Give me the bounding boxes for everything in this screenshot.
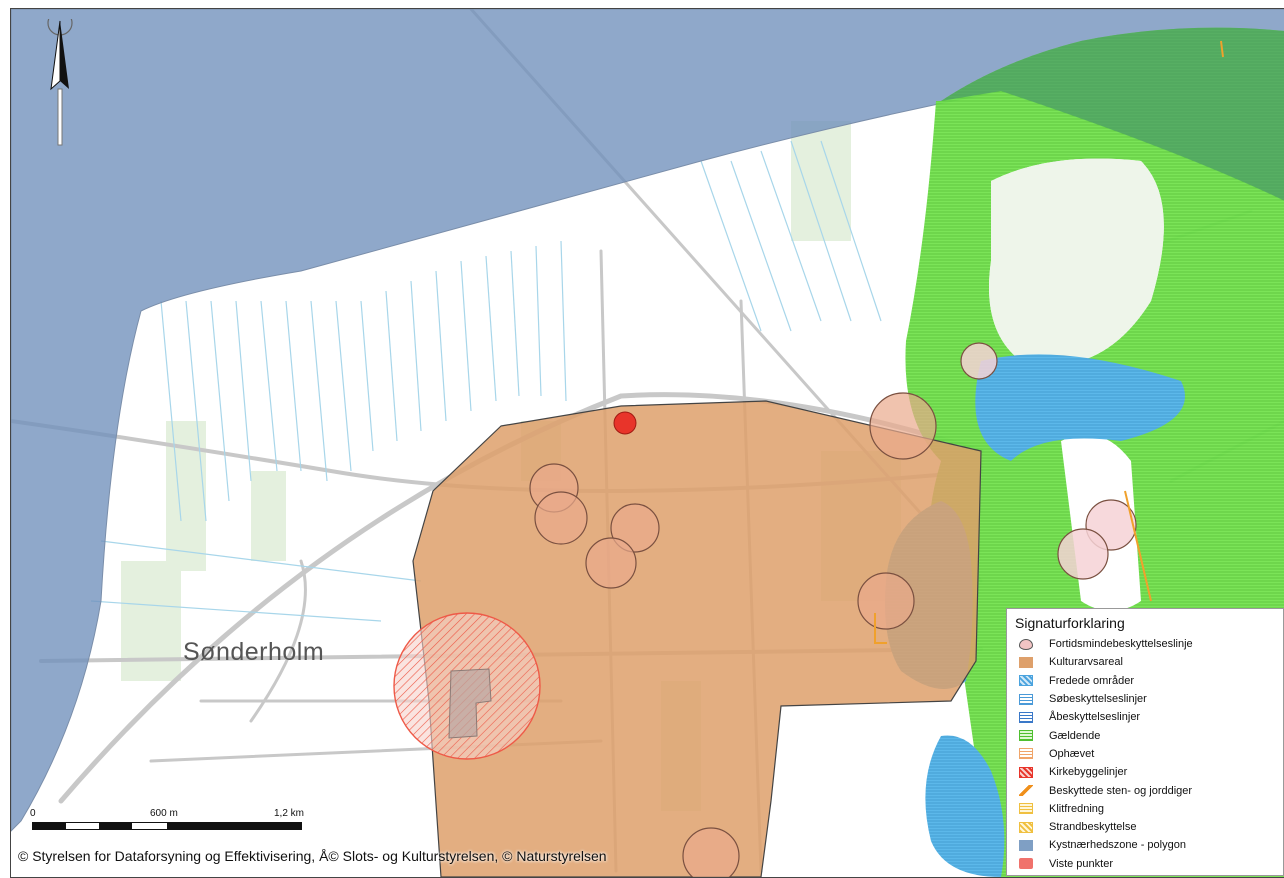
dune-protection-swatch [1019,803,1033,815]
stone-dike-line [1124,490,1152,602]
legend-label: Beskyttede sten- og jorddiger [1049,784,1193,797]
legend-row: Beskyttede sten- og jorddiger [1015,781,1275,799]
map-frame[interactable] [10,8,1284,878]
legend-row: Ophævet [1015,745,1275,763]
legend-row: Strandbeskyttelse [1015,818,1275,836]
dark-green-band [941,27,1284,201]
legend-label: Ophævet [1049,747,1095,760]
legend-label: Kirkebyggelinjer [1049,766,1128,779]
map-legend: Signaturforklaring Fortidsmindebeskyttel… [1006,608,1284,876]
stream-protection-swatch [1019,711,1033,723]
top-dike-mark [1220,40,1224,58]
stone-dike-swatch [1019,785,1033,797]
north-arrow-icon [47,19,73,146]
legend-row: Klitfredning [1015,800,1275,818]
lake-zone-south [925,735,1005,877]
lake-protection-swatch [1019,693,1033,705]
legend-row: Søbeskyttelseslinjer [1015,690,1275,708]
legend-label: Kystnærhedszone - polygon [1049,839,1186,852]
culture-area-swatch [1019,656,1033,668]
revoked-swatch [1019,748,1033,760]
scale-bar: 0 600 m 1,2 km [20,808,320,848]
protected-area-swatch [1019,675,1033,687]
viewed-points-swatch [1019,858,1033,870]
legend-row: Kirkebyggelinjer [1015,763,1275,781]
current-swatch [1019,730,1033,742]
scale-bar-graphic [32,822,302,830]
church-building [448,668,492,739]
map-attribution: © Styrelsen for Dataforsyning og Effekti… [18,848,607,864]
legend-label: Viste punkter [1049,857,1114,870]
legend-row: Viste punkter [1015,855,1275,873]
viewed-point[interactable] [613,411,637,435]
scale-label-end: 1,2 km [274,808,305,819]
place-label: Sønderholm [183,638,325,666]
legend-row: Kulturarvsareal [1015,653,1275,671]
legend-label: Fredede områder [1049,674,1134,687]
dune-protection-mark [874,613,887,644]
church-line-swatch [1019,766,1033,778]
lake-zone-east [975,354,1185,461]
ditches [90,140,882,622]
legend-label: Klitfredning [1049,802,1105,815]
legend-label: Strandbeskyttelse [1049,821,1137,834]
scale-label-start: 0 [30,808,36,819]
legend-label: Kulturarvsareal [1049,656,1123,669]
legend-title: Signaturforklaring [1015,615,1125,631]
beach-protection-swatch [1019,821,1033,833]
scale-label-mid: 600 m [150,808,178,819]
legend-label: Åbeskyttelseslinjer [1049,711,1141,724]
map-canvas[interactable] [11,9,1284,877]
legend-row: Gældende [1015,726,1275,744]
inner-light-area [989,158,1164,365]
legend-label: Søbeskyttelseslinjer [1049,693,1147,706]
legend-label: Gældende [1049,729,1101,742]
ancient-monument-circles [529,392,937,877]
legend-row: Fredede områder [1015,672,1275,690]
coastal-zone-swatch [1019,839,1033,851]
legend-row: Kystnærhedszone - polygon [1015,836,1275,854]
ancient-monument-swatch [1019,638,1033,650]
legend-label: Fortidsmindebeskyttelseslinje [1049,638,1193,651]
pink-monument-circles [960,342,1137,580]
legend-row: Fortidsmindebeskyttelseslinje [1015,635,1275,653]
legend-row: Åbeskyttelseslinjer [1015,708,1275,726]
